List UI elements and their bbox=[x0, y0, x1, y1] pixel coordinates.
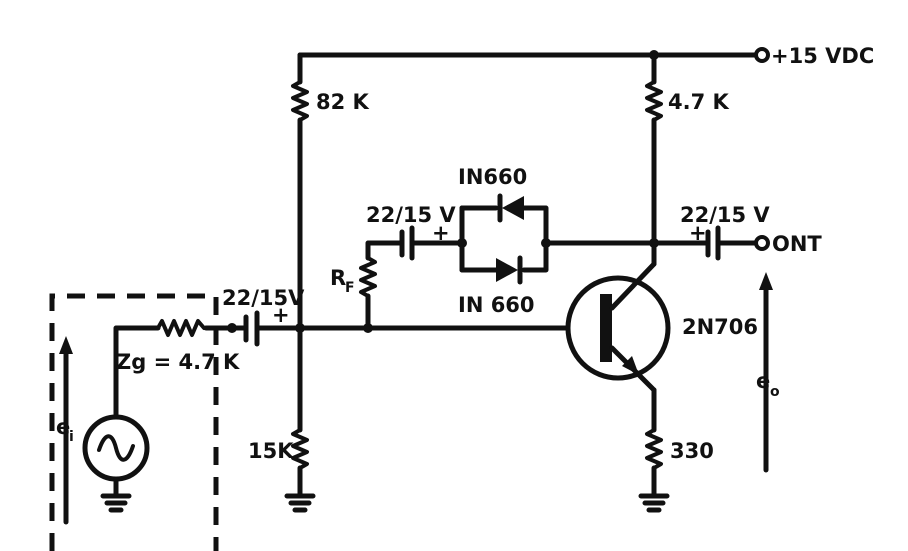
input-voltage-subscript: i bbox=[69, 429, 74, 445]
resistor-82k-label: 82 K bbox=[316, 90, 370, 114]
diode-bottom-label: IN 660 bbox=[458, 293, 535, 317]
input-voltage-label: e bbox=[56, 415, 70, 439]
resistor-330 bbox=[645, 428, 663, 470]
output-label: ONT bbox=[772, 232, 822, 256]
resistor-rf-subscript: F bbox=[345, 280, 355, 296]
resistor-82k bbox=[291, 80, 309, 122]
output-voltage-arrow bbox=[759, 272, 773, 473]
capacitor-output-polarity: + bbox=[689, 221, 707, 245]
feedback-network: R F + 22/15 V IN660 IN 660 bbox=[330, 165, 657, 331]
diode-bottom bbox=[496, 255, 523, 285]
output-network: + 22/15 V ONT e o bbox=[651, 203, 822, 473]
output-terminal bbox=[754, 235, 770, 251]
ground-symbol bbox=[284, 493, 316, 513]
capacitor-feedback-polarity: + bbox=[432, 221, 450, 245]
ground-symbol bbox=[638, 493, 670, 513]
input-voltage-arrow bbox=[59, 336, 73, 525]
bias-network: 82 K 15K bbox=[248, 52, 370, 513]
supply-terminal bbox=[754, 47, 770, 63]
signal-source-box: Zg = 4.7 K e i bbox=[49, 293, 240, 551]
capacitor-output-label: 22/15 V bbox=[680, 203, 770, 227]
transistor-label: 2N706 bbox=[682, 315, 758, 339]
supply-label: +15 VDC bbox=[771, 44, 874, 68]
resistor-zg bbox=[156, 319, 206, 337]
resistor-15k bbox=[291, 428, 309, 470]
diode-top-label: IN660 bbox=[458, 165, 527, 189]
resistor-rf-label: R bbox=[330, 266, 346, 290]
capacitor-input-label: 22/15V bbox=[222, 286, 305, 310]
source-impedance-label: Zg = 4.7 K bbox=[116, 350, 240, 374]
ac-source-icon bbox=[82, 414, 150, 482]
resistor-4-7k-label: 4.7 K bbox=[668, 90, 730, 114]
input-coupling: + 22/15V bbox=[203, 286, 305, 347]
resistor-15k-label: 15K bbox=[248, 439, 294, 463]
ground-symbol bbox=[100, 493, 132, 513]
diode-top bbox=[497, 193, 524, 223]
supply-rail: +15 VDC bbox=[297, 44, 874, 68]
resistor-4-7k bbox=[645, 80, 663, 122]
collector-branch: 4.7 K bbox=[645, 52, 730, 267]
output-voltage-subscript: o bbox=[770, 384, 780, 400]
resistor-330-label: 330 bbox=[670, 439, 714, 463]
capacitor-feedback-label: 22/15 V bbox=[366, 203, 456, 227]
transistor-2n706 bbox=[565, 261, 671, 433]
resistor-rf bbox=[359, 256, 377, 298]
emitter-branch: 330 bbox=[638, 428, 714, 513]
capacitor-input-polarity: + bbox=[272, 303, 290, 327]
output-voltage-label: e bbox=[756, 369, 770, 393]
